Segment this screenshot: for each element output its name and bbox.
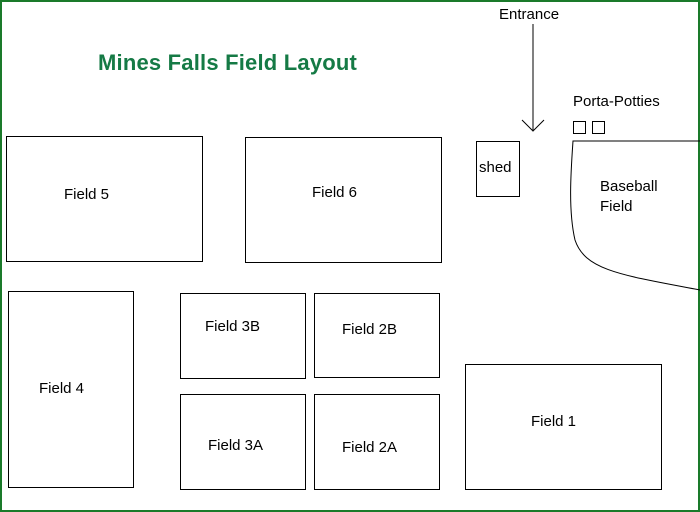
field-2a[interactable]: Field 2A — [314, 394, 440, 490]
field-4[interactable]: Field 4 — [8, 291, 134, 488]
entrance-arrow-icon — [521, 24, 545, 132]
shed-label: shed — [479, 159, 512, 176]
field-1-label: Field 1 — [531, 413, 577, 430]
field-4-label: Field 4 — [39, 380, 85, 397]
field-5-label: Field 5 — [64, 186, 110, 203]
map-title: Mines Falls Field Layout — [98, 50, 358, 75]
porta-potty-icon — [592, 121, 605, 134]
entrance-label: Entrance — [499, 6, 560, 23]
field-3b[interactable]: Field 3B — [180, 293, 306, 379]
field-2a-label: Field 2A — [342, 439, 398, 456]
field-6-label: Field 6 — [312, 184, 358, 201]
baseball-field-boundary — [570, 140, 700, 291]
field-6[interactable]: Field 6 — [245, 137, 442, 263]
field-3b-label: Field 3B — [205, 318, 261, 335]
field-3a-label: Field 3A — [208, 437, 264, 454]
field-2b[interactable]: Field 2B — [314, 293, 440, 378]
shed[interactable]: shed — [476, 141, 520, 197]
porta-potty-icon — [573, 121, 586, 134]
field-5[interactable]: Field 5 — [6, 136, 203, 262]
field-3a[interactable]: Field 3A — [180, 394, 306, 490]
baseball-label-line1: Baseball — [600, 178, 658, 195]
field-2b-label: Field 2B — [342, 321, 398, 338]
baseball-label-line2: Field — [600, 198, 633, 215]
porta-potties-label: Porta-Potties — [573, 93, 660, 110]
field-1[interactable]: Field 1 — [465, 364, 662, 490]
